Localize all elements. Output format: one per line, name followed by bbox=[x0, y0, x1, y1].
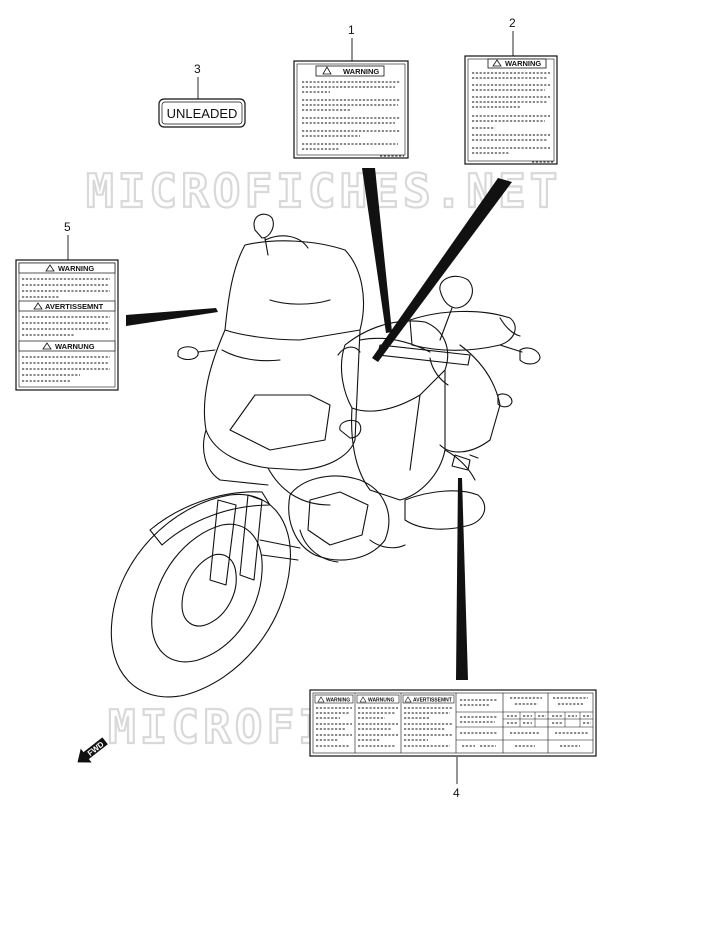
label-5-heading-1: WARNING bbox=[58, 264, 94, 273]
callout-2: 2 bbox=[509, 16, 516, 30]
callout-4: 4 bbox=[453, 786, 460, 800]
label-1-warning: WARNING bbox=[293, 60, 409, 159]
warning-triangle-icon bbox=[492, 59, 502, 67]
leader-wedges bbox=[126, 168, 512, 680]
leader-wedge-2 bbox=[372, 178, 512, 362]
callout-3: 3 bbox=[194, 62, 201, 76]
leader-wedge-4 bbox=[456, 478, 468, 680]
label-5-heading-2: AVERTISSEMNT bbox=[45, 302, 104, 311]
label-5-heading-3: WARNUNG bbox=[55, 342, 95, 351]
label-4-info-panel: WARNING WARNUNG AVERTISSEMNT bbox=[309, 689, 597, 757]
warning-triangle-icon bbox=[322, 66, 332, 75]
label-4-heading-1: WARNING bbox=[326, 698, 350, 704]
leader-wedge-1 bbox=[362, 168, 392, 333]
warning-triangle-icon bbox=[317, 696, 325, 703]
warning-triangle-icon bbox=[404, 696, 412, 703]
watermark-top: MICROFICHES.NET bbox=[86, 164, 561, 218]
label-4-heading-3: AVERTISSEMNT bbox=[413, 698, 452, 704]
callout-1: 1 bbox=[348, 23, 355, 37]
warning-triangle-icon bbox=[33, 302, 43, 310]
motorcycle-illustration bbox=[110, 213, 541, 698]
label-4-heading-2: WARNUNG bbox=[368, 698, 394, 704]
label-3-unleaded: UNLEADED bbox=[158, 98, 246, 128]
warning-triangle-icon bbox=[45, 264, 55, 272]
warning-triangle-icon bbox=[42, 342, 52, 350]
unleaded-text: UNLEADED bbox=[167, 106, 238, 121]
label-2-heading: WARNING bbox=[505, 59, 541, 68]
label-5-trilingual-warning: WARNING AVERTISSEMNT WARNUNG bbox=[15, 259, 119, 391]
leader-wedge-5 bbox=[126, 308, 218, 326]
label-1-heading: WARNING bbox=[343, 67, 379, 76]
label-2-warning: WARNING bbox=[464, 55, 558, 165]
forward-arrow-icon: FWD bbox=[77, 737, 108, 763]
warning-triangle-icon bbox=[359, 696, 367, 703]
callouts: 1 2 3 4 5 bbox=[64, 16, 516, 800]
callout-5: 5 bbox=[64, 220, 71, 234]
